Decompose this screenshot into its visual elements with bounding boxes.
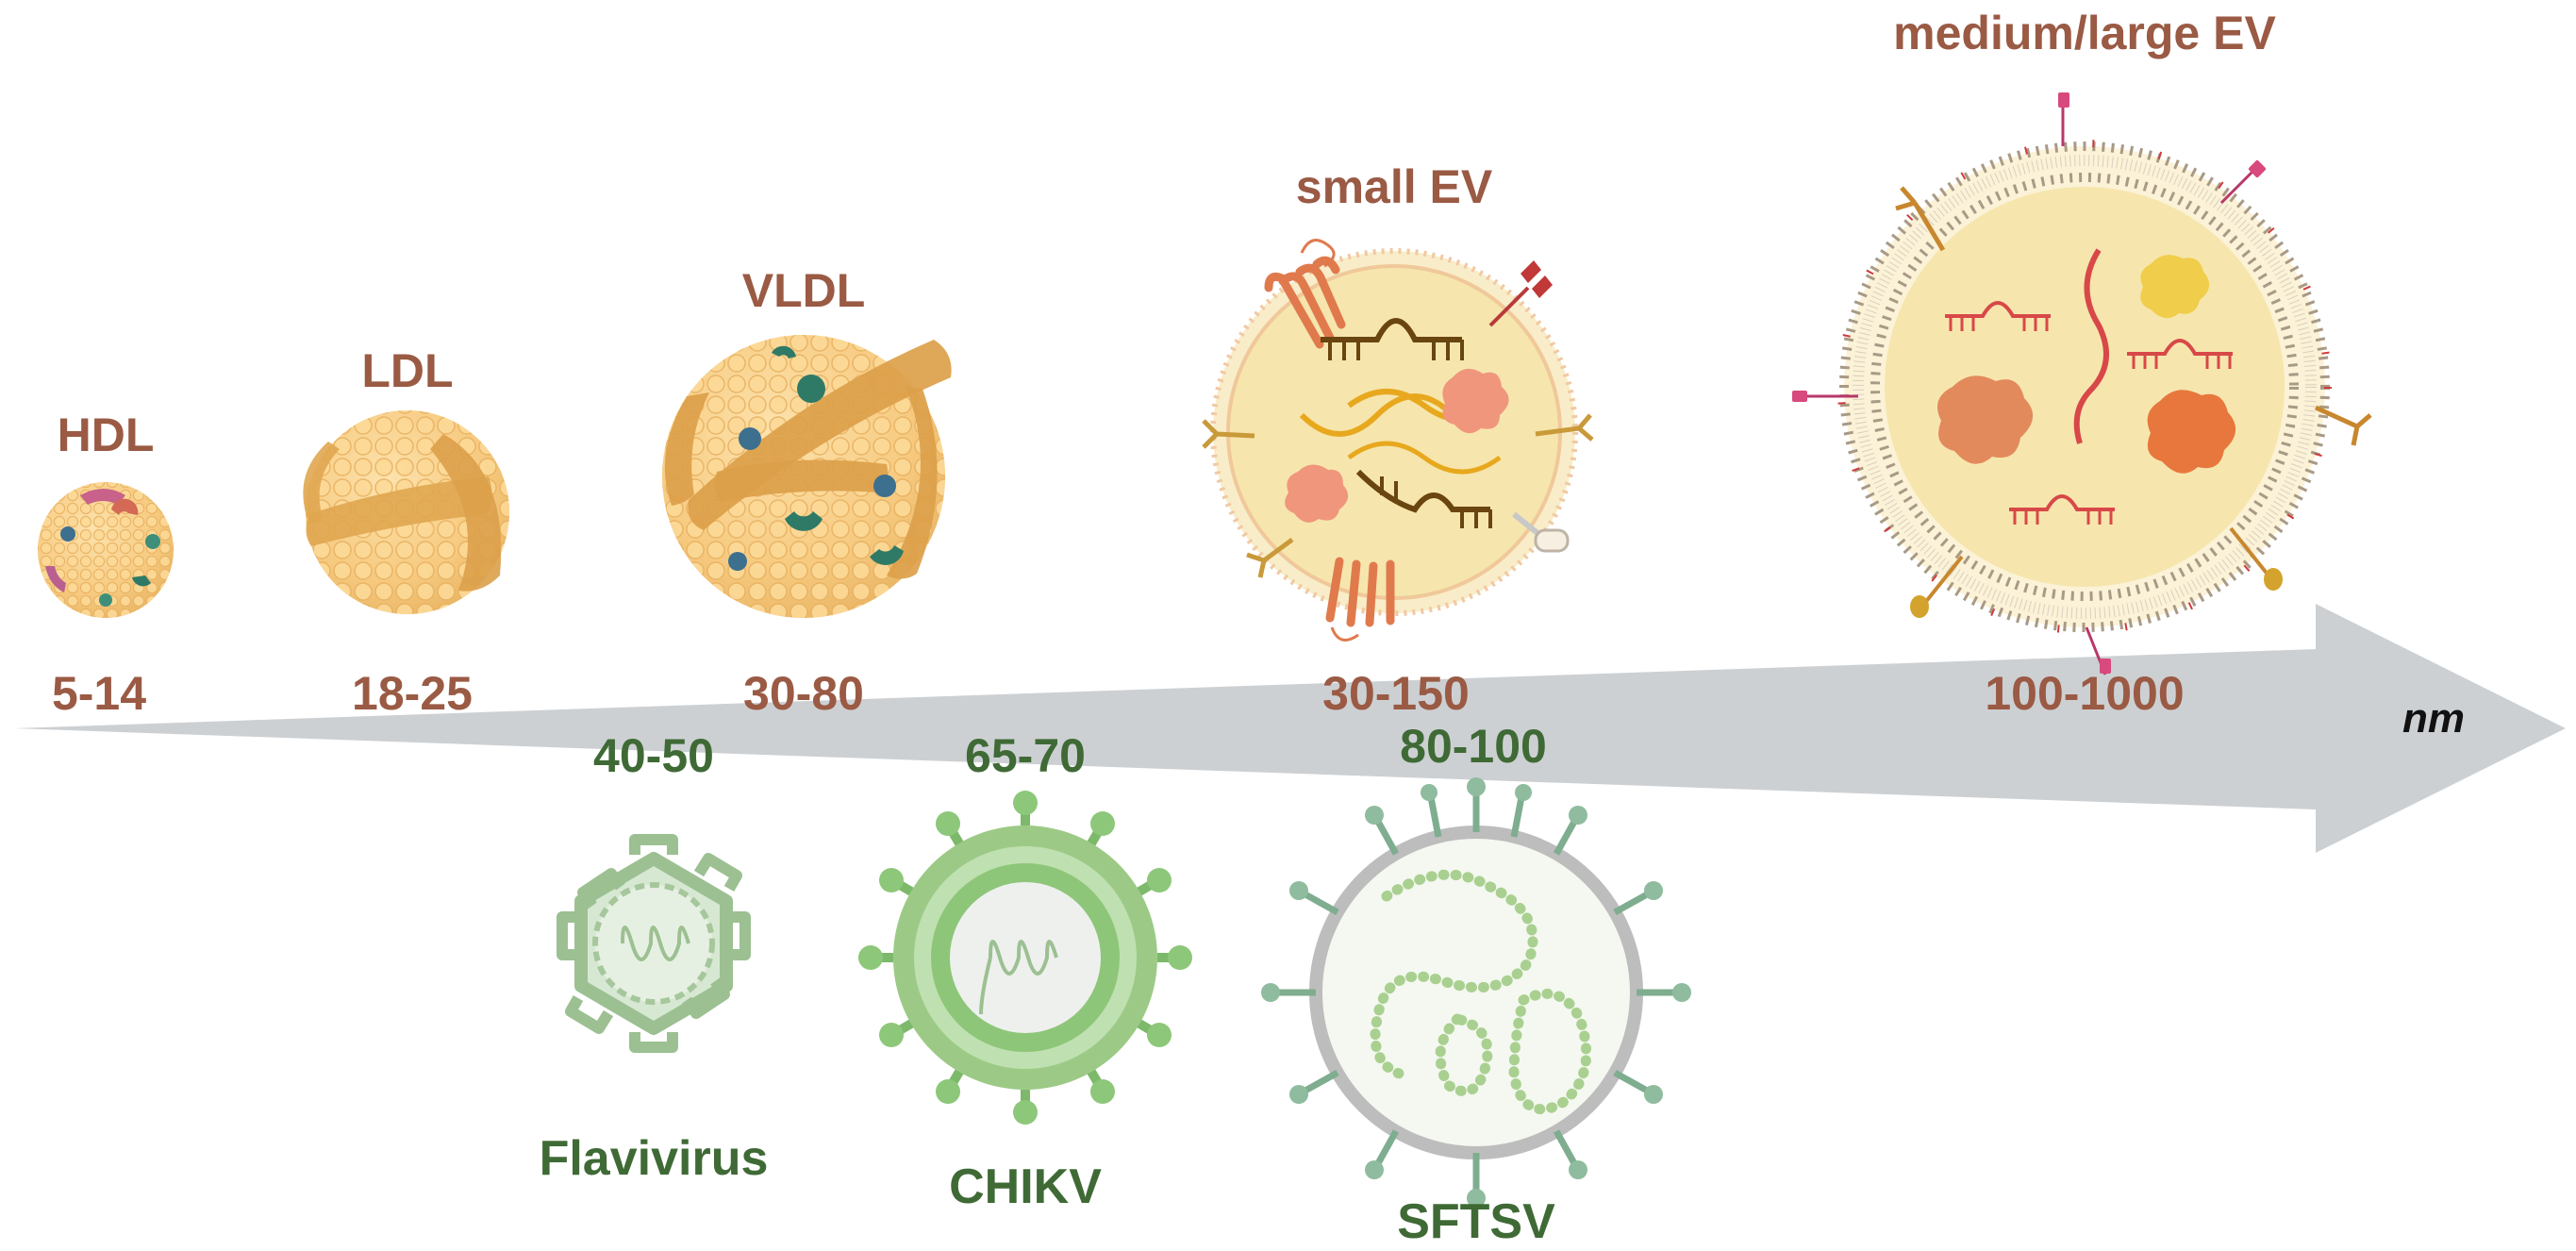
ldl-label: LDL [361, 344, 453, 397]
flavivirus-particle [557, 834, 751, 1053]
vldl-label: VLDL [742, 264, 866, 317]
hdl-label: HDL [58, 409, 155, 461]
flavivirus-range: 40-50 [593, 729, 714, 782]
sftsv-label: SFTSV [1397, 1194, 1555, 1249]
vldl-particle [662, 335, 952, 618]
small-ev-particle [1202, 239, 1594, 642]
small-ev-label: small EV [1296, 160, 1493, 213]
chikv-label: CHIKV [949, 1159, 1102, 1214]
ldl-particle [303, 410, 509, 614]
ldl-range: 18-25 [352, 667, 473, 720]
chikv-particle [858, 791, 1192, 1125]
flavivirus-label: Flavivirus [540, 1131, 769, 1186]
unit-label: nm [2402, 695, 2465, 742]
chikv-range: 65-70 [965, 729, 1086, 782]
medium-large-ev-label: medium/large EV [1893, 7, 2276, 59]
vldl-range: 30-80 [743, 667, 864, 720]
hdl-particle [38, 482, 174, 618]
size-scale-arrow [14, 604, 2566, 853]
small-ev-range: 30-150 [1322, 667, 1470, 720]
hdl-range: 5-14 [52, 667, 146, 720]
medium-large-ev-particle [1792, 92, 2372, 676]
sftsv-range: 80-100 [1400, 720, 1547, 773]
sftsv-particle [1261, 777, 1691, 1208]
medium-large-ev-range: 100-1000 [1985, 667, 2184, 720]
